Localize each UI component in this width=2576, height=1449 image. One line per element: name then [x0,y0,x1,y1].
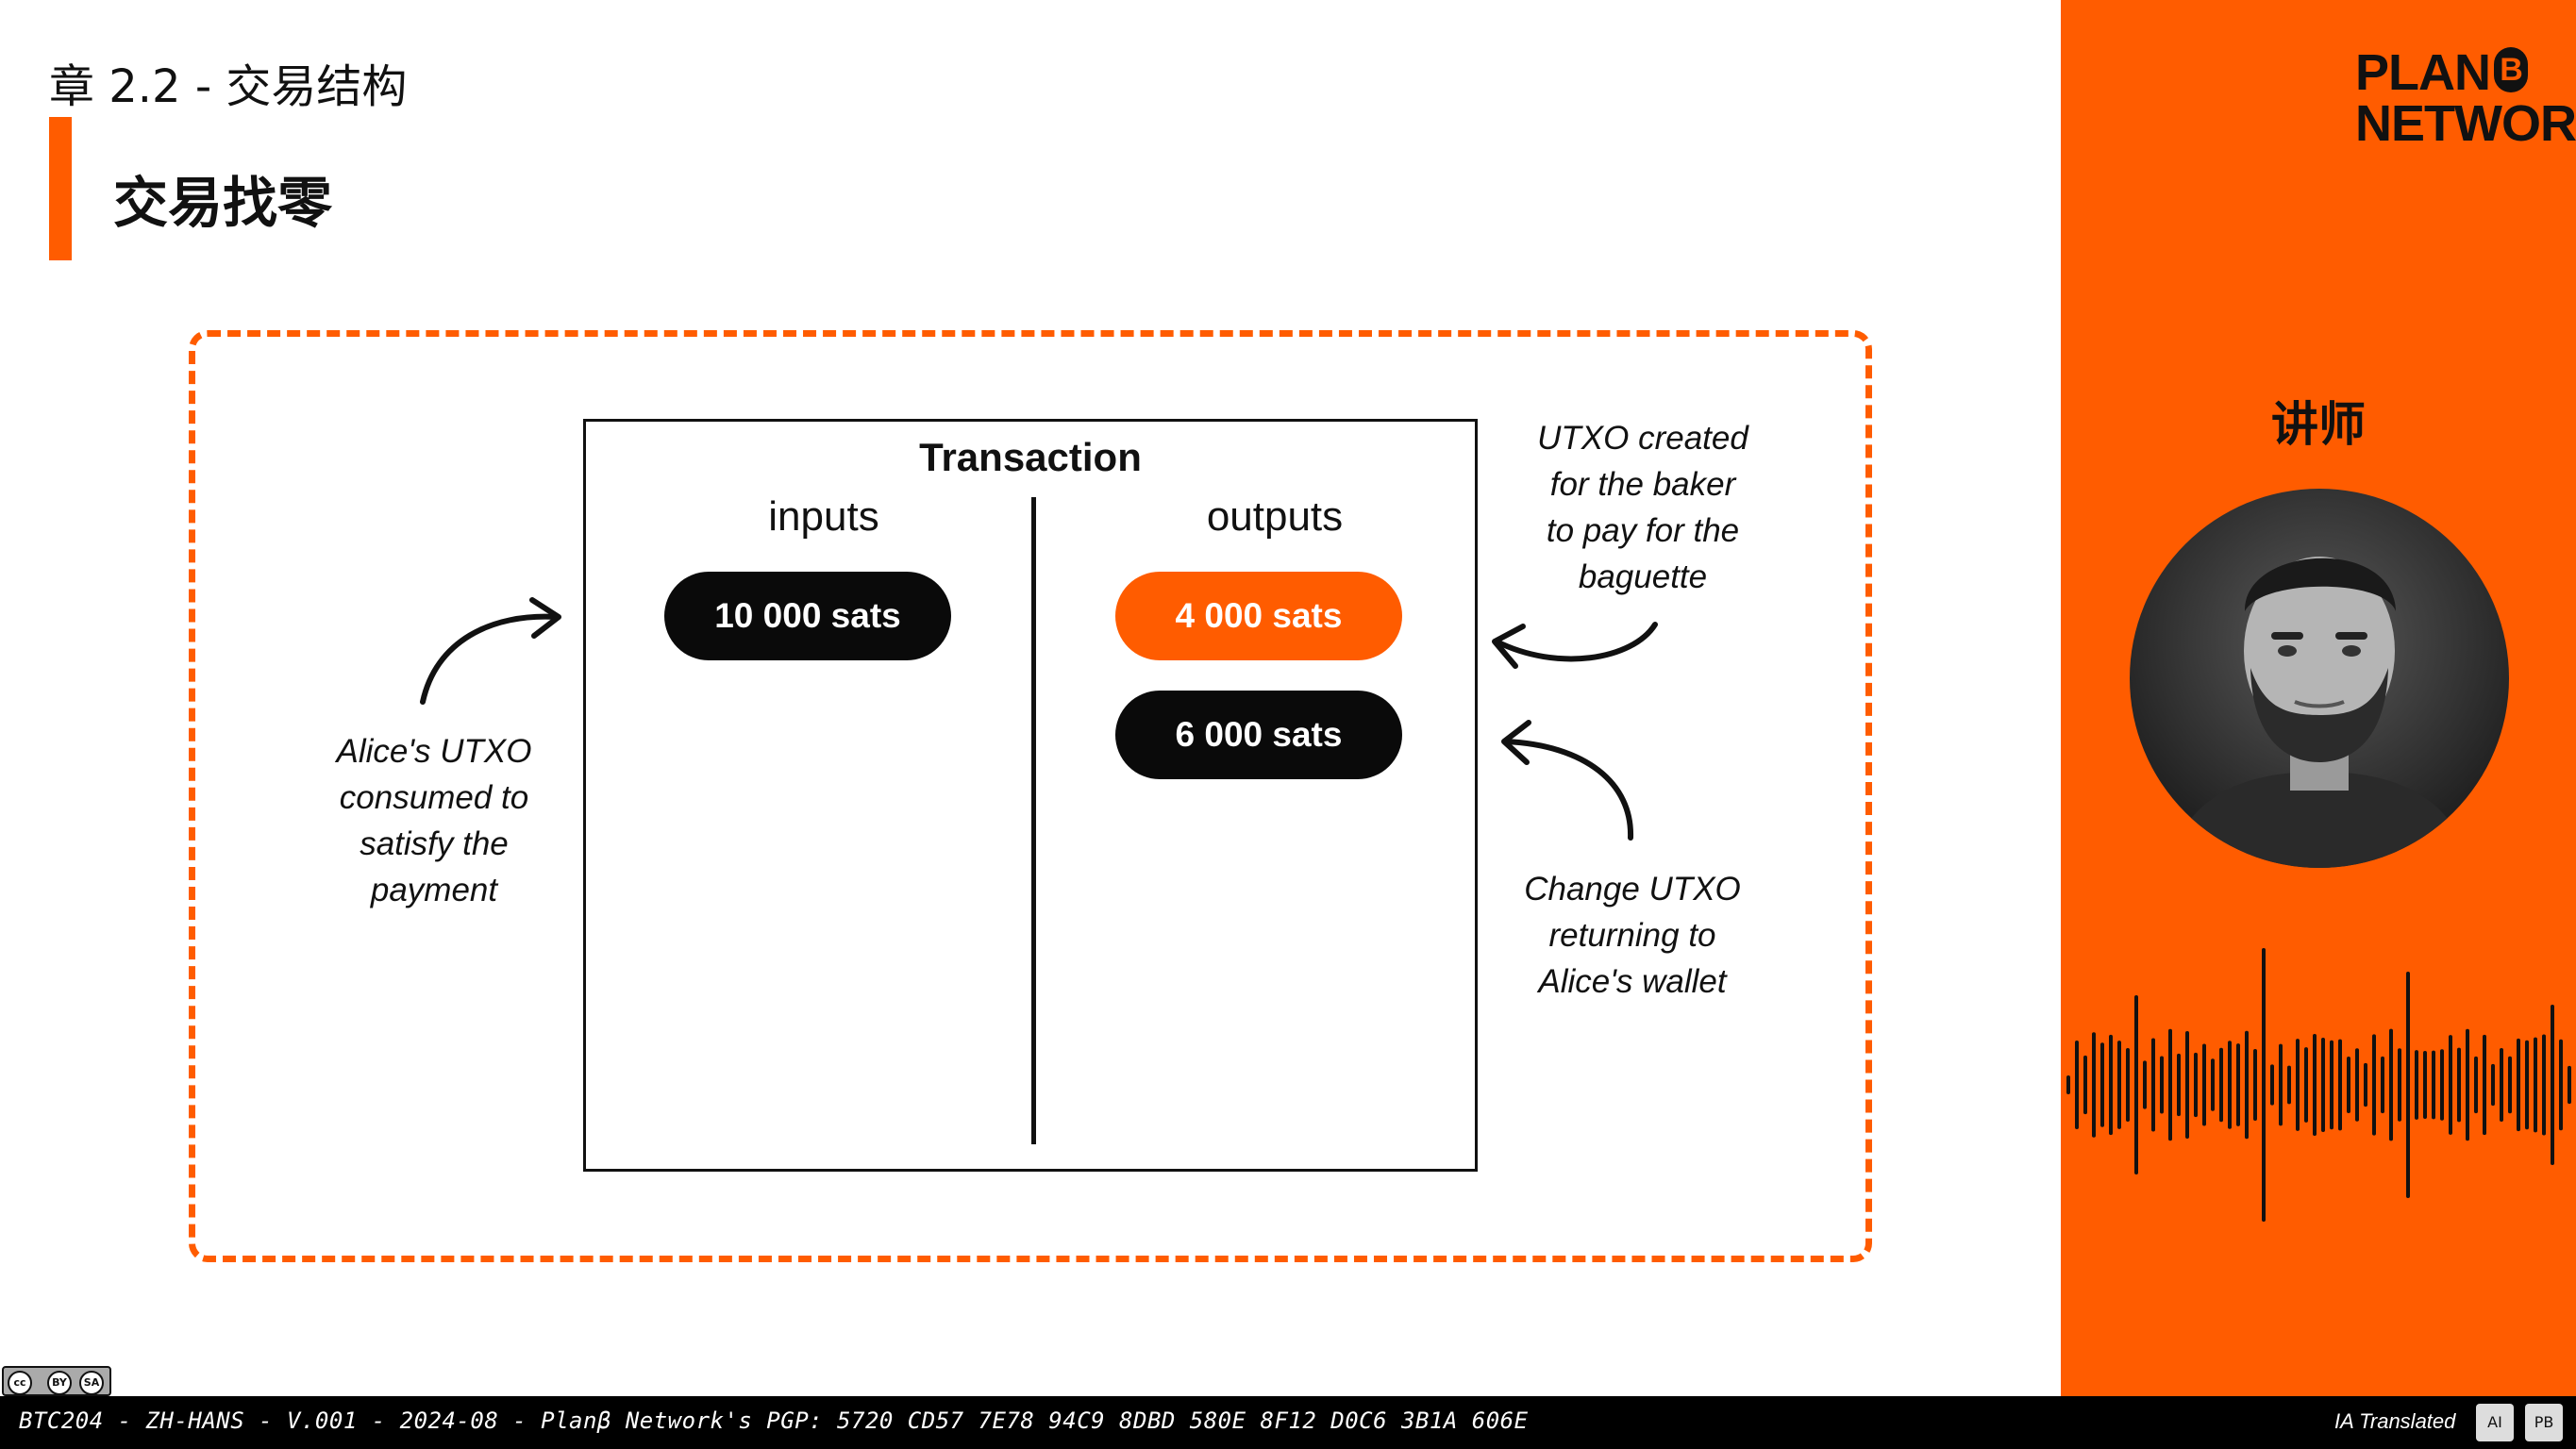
waveform-bar [2211,1058,2215,1111]
ai-translated-label: IA Translated [2334,1409,2456,1433]
waveform-bar [2168,1028,2172,1141]
waveform-bar [2423,1050,2427,1120]
waveform-bar [2364,1062,2367,1108]
waveform-bar [2525,1040,2529,1130]
waveform-bar [2534,1037,2537,1133]
waveform-bar [2542,1034,2546,1136]
bitcoin-b-icon: B [2494,47,2528,92]
title-accent-bar [49,117,72,260]
waveform-bar [2109,1034,2113,1136]
change-output-pill: 6 000 sats [1115,691,1402,779]
note-baker-utxo: UTXO created for the baker to pay for th… [1537,420,1748,595]
waveform-bar [2321,1038,2325,1132]
waveform-bar [2500,1047,2503,1123]
waveform-bar [2304,1047,2308,1123]
speaker-label: 讲师 [2271,397,2366,452]
waveform-bar [2568,1065,2571,1105]
ai-badge-icon: AI [2476,1404,2514,1441]
waveform-bar [2083,1055,2087,1115]
waveform-bar [2117,1041,2121,1129]
waveform-bar [2313,1034,2317,1136]
chapter-label: 章 2.2 - 交易结构 [49,60,408,113]
waveform-bar [2245,1030,2249,1140]
waveform-bar [2381,1056,2384,1114]
arrow-to-input [420,597,561,705]
waveform-bar [2449,1035,2452,1135]
waveform-bar [2236,1043,2240,1126]
waveform-bar [2355,1048,2359,1122]
waveform-bar [2134,995,2138,1174]
inputs-label: inputs [768,493,879,540]
waveform-bar [2508,1056,2512,1114]
waveform-bar [2372,1034,2376,1136]
waveform-bar [2160,1056,2164,1114]
waveform-bar [2126,1047,2130,1123]
transaction-title: Transaction [919,435,1142,479]
waveform-bar [2279,1043,2283,1126]
waveform-bar [2347,1057,2350,1113]
waveform-bar [2517,1038,2520,1132]
waveform-bar [2296,1039,2300,1131]
waveform-bar [2551,1005,2554,1165]
arrow-to-baker-output [1492,622,1658,669]
waveform-bar [2219,1047,2223,1123]
planb-badge-icon: PB [2525,1404,2563,1441]
arrow-to-change-output [1501,720,1634,841]
waveform-bar [2440,1049,2444,1121]
waveform-bar [2202,1043,2206,1126]
waveform-bar [2270,1064,2274,1106]
waveform-bar [2262,948,2266,1222]
audio-waveform-icon [2066,948,2571,1222]
waveform-bar [2253,1048,2257,1122]
waveform-bar [2398,1048,2401,1122]
note-alice-utxo: Alice's UTXO consumed to satisfy the pay… [336,733,532,908]
waveform-bar [2092,1032,2096,1138]
diagram-frame [189,330,1872,1262]
creative-commons-badge: cc BY SA [2,1366,111,1396]
waveform-bar [2474,1056,2478,1114]
outputs-label: outputs [1206,493,1344,540]
waveform-bar [2151,1038,2155,1132]
waveform-bar [2415,1050,2418,1120]
waveform-bar [2075,1041,2079,1129]
input-utxo-pill: 10 000 sats [664,572,951,660]
waveform-bar [2330,1040,2333,1130]
waveform-bar [2066,1075,2070,1094]
waveform-bar [2559,1039,2563,1131]
column-divider [1031,497,1036,1144]
speaker-avatar [2130,489,2509,868]
waveform-bar [2228,1041,2232,1129]
waveform-bar [2143,1060,2147,1109]
waveform-bar [2177,1053,2181,1117]
note-change-utxo: Change UTXO returning to Alice's wallet [1524,871,1741,1000]
waveform-bar [2483,1034,2486,1136]
slide-title: 交易找零 [113,171,333,235]
waveform-bar [2100,1042,2104,1127]
waveform-bar [2338,1039,2342,1131]
baker-output-pill: 4 000 sats [1115,572,1402,660]
waveform-bar [2457,1047,2461,1123]
waveform-bar [2466,1028,2469,1141]
transaction-box: Transaction inputs outputs 10 000 sats 4… [583,419,1478,1172]
waveform-bar [2287,1065,2291,1105]
waveform-bar [2194,1052,2198,1118]
footer-bar: BTC204 - ZH-HANS - V.001 - 2024-08 - Pla… [0,1396,2576,1449]
waveform-bar [2491,1063,2495,1107]
waveform-bar [2406,972,2410,1198]
footer-meta: BTC204 - ZH-HANS - V.001 - 2024-08 - Pla… [19,1407,1529,1434]
waveform-bar [2389,1028,2393,1141]
waveform-bar [2432,1050,2435,1120]
waveform-bar [2185,1030,2189,1140]
